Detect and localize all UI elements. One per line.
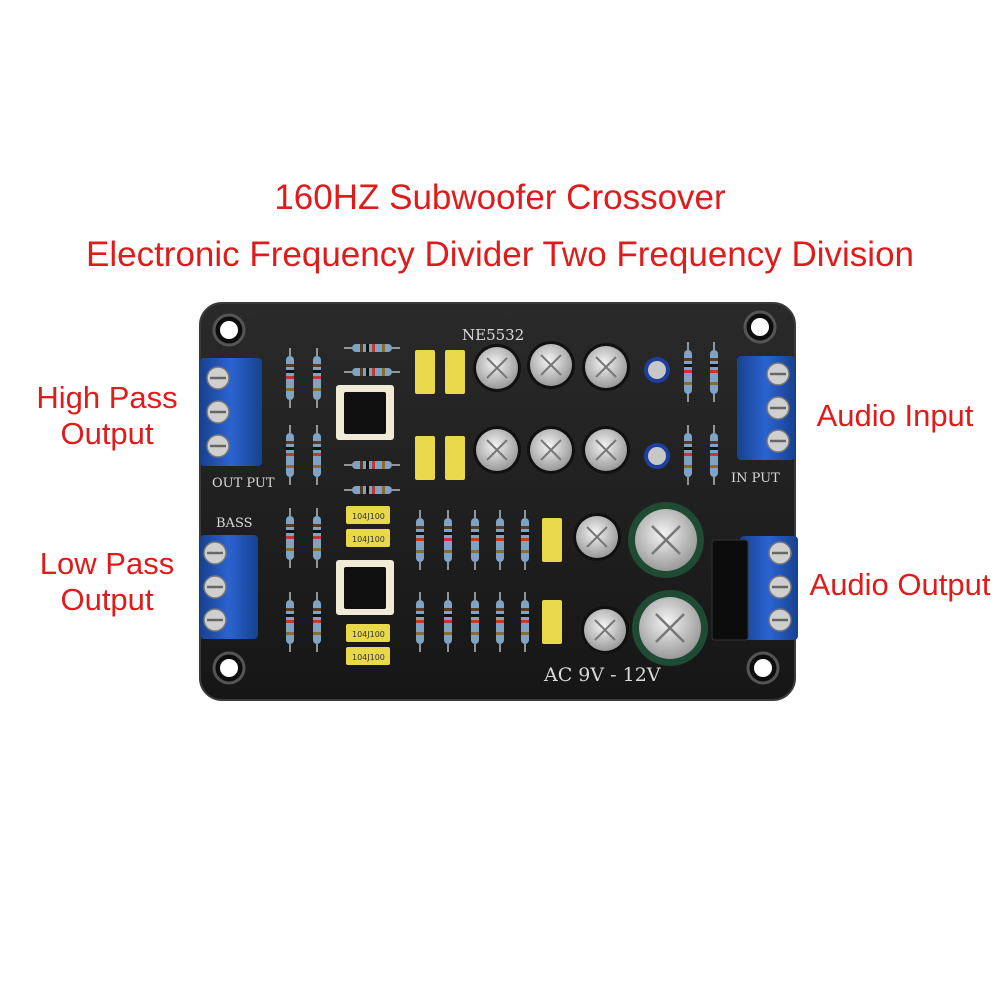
mounting-hole [743, 310, 777, 344]
ic-chip [336, 385, 394, 440]
out-put-label: OUT PUT [212, 476, 275, 491]
cap-code: 104J100 [352, 535, 385, 544]
high-pass-output-label: High Pass Output [36, 380, 178, 451]
cap-code: 104J100 [352, 630, 385, 639]
audio-input-terminal-block [737, 356, 795, 460]
mounting-hole [212, 651, 246, 685]
cap-code: 104J100 [352, 653, 385, 662]
ic-chip [336, 560, 394, 615]
low-pass-output-label: Low Pass Output [39, 546, 175, 617]
mounting-hole [746, 651, 780, 685]
title-line-2: Electronic Frequency Divider Two Frequen… [85, 235, 915, 274]
high-pass-terminal-block [200, 358, 262, 466]
title-line-1: 160HZ Subwoofer Crossover [274, 178, 726, 217]
low-pass-terminal-block [200, 535, 258, 639]
cap-code: 104J100 [352, 512, 385, 521]
mounting-hole [212, 313, 246, 347]
bass-label: BASS [216, 516, 253, 531]
rectifier [711, 539, 749, 641]
power-label: AC 9V - 12V [543, 664, 661, 686]
audio-output-terminal-block [740, 536, 798, 640]
audio-input-label: Audio Input [816, 398, 974, 433]
chip-label: NE5532 [462, 326, 524, 344]
in-put-label: IN PUT [731, 471, 780, 486]
audio-output-label: Audio Output [809, 567, 991, 602]
